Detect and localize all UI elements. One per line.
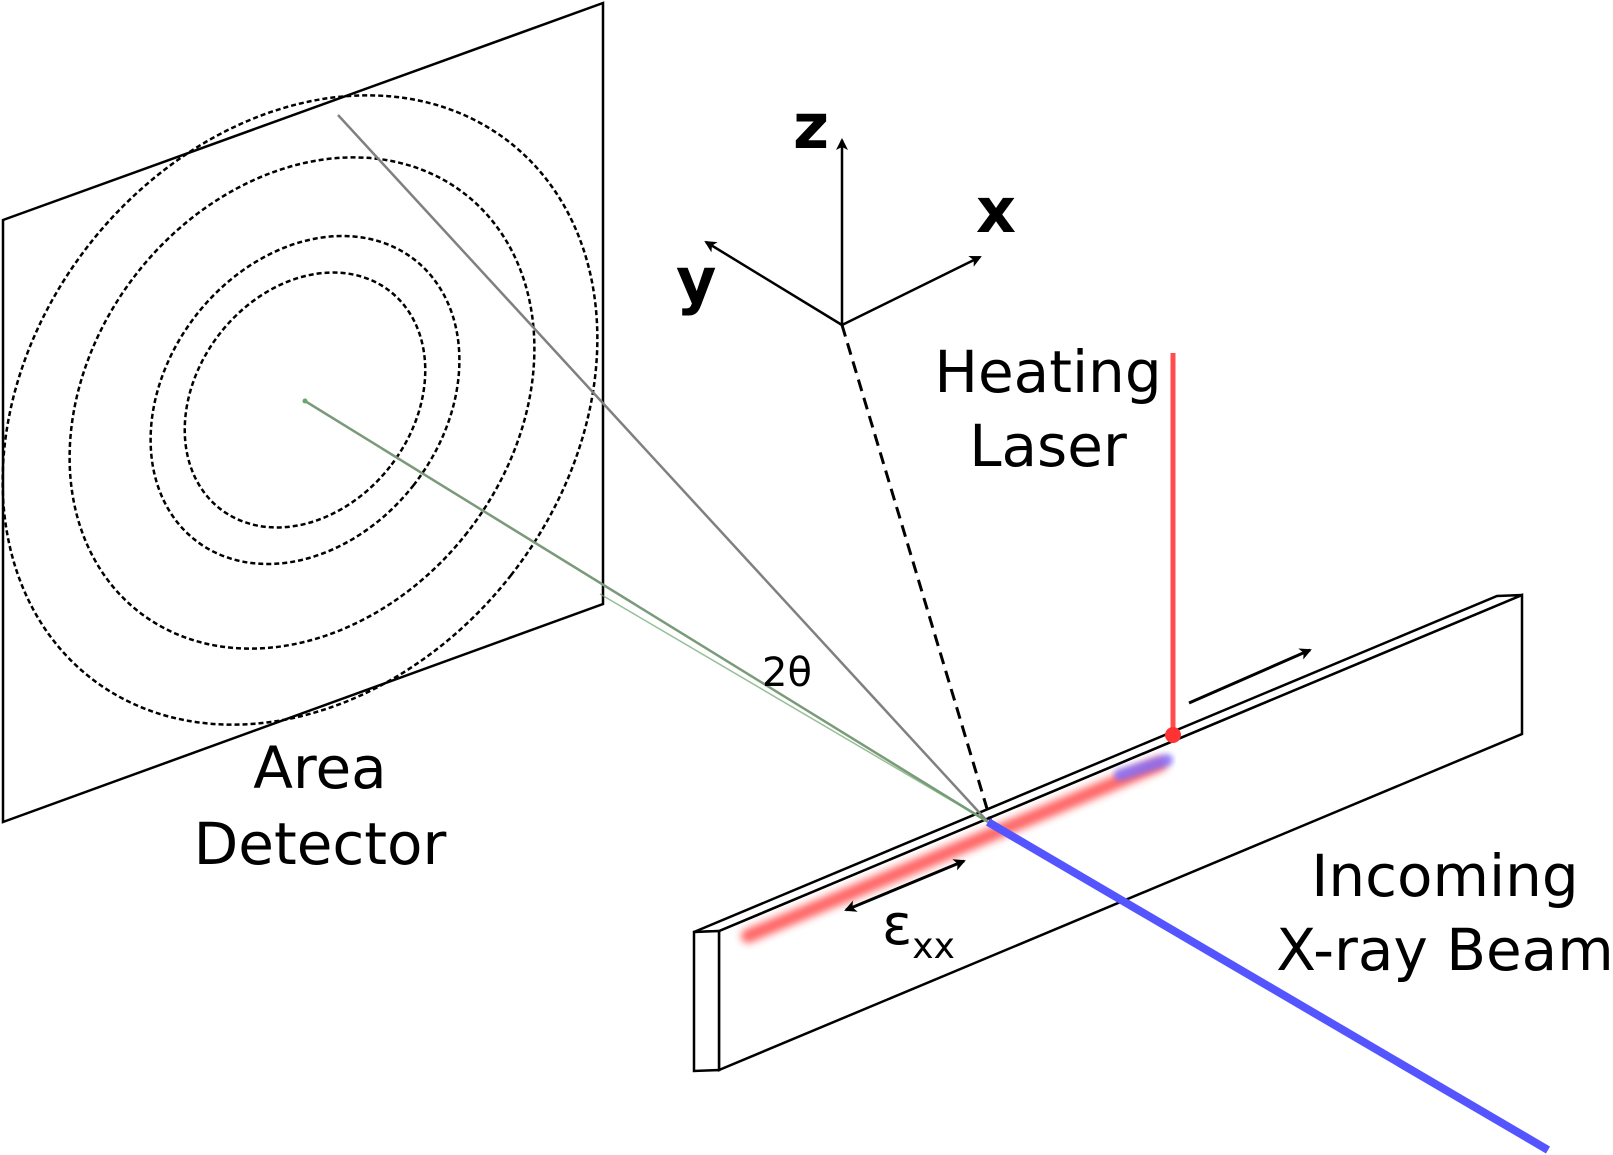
- strain-double-arrow: [844, 859, 966, 912]
- strain-symbol: ε: [882, 893, 912, 958]
- ring-second: [149, 234, 461, 566]
- heated-region-glow: [741, 757, 1167, 943]
- area-detector-panel: [1, 1, 605, 824]
- axis-x-label: x: [976, 174, 1016, 247]
- y-axis-arrow: [704, 240, 843, 327]
- sample-bar: [692, 593, 1524, 1073]
- axis-z-label: z: [793, 90, 829, 163]
- bar-front-face: [717, 593, 1524, 1072]
- strain-subscript: xx: [912, 926, 955, 967]
- ring-outer: [1, 94, 599, 726]
- laser-spot: [1165, 727, 1181, 743]
- normal-dashed-line: [840, 324, 993, 823]
- area-detector-label-line2: Detector: [194, 810, 447, 878]
- heating-laser-label-line1: Heating: [934, 338, 1161, 406]
- heating-laser-label-line2: Laser: [969, 412, 1127, 480]
- coordinate-axes: [704, 138, 982, 327]
- diffracted-ray: [337, 114, 989, 823]
- xray-beam-line: [985, 818, 1551, 1154]
- ring-third: [68, 156, 536, 650]
- direct-ray: [304, 399, 989, 824]
- axis-y-label: y: [676, 244, 716, 317]
- diffraction-rings: [1, 94, 599, 726]
- direct-ray-tint: [599, 593, 989, 823]
- incoming-beam-label-line2: X-ray Beam: [1276, 916, 1613, 984]
- ring-inner: [183, 271, 427, 529]
- two-theta-label: 2θ: [762, 650, 812, 696]
- area-detector-label-line1: Area: [253, 734, 386, 802]
- incoming-beam-label-line1: Incoming: [1311, 842, 1578, 910]
- heated-region-tail-blue: [1114, 754, 1173, 781]
- translation-arrow: [1188, 648, 1312, 705]
- x-axis-arrow: [841, 255, 982, 327]
- bar-end-face: [692, 929, 721, 1073]
- strain-label: εxx: [882, 893, 955, 967]
- beam-center-dot: [302, 398, 308, 404]
